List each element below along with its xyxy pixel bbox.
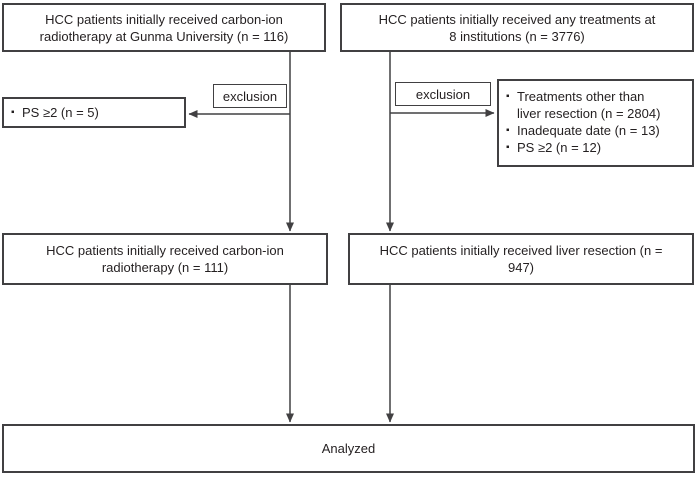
list-item: ▪ Treatments other than liver resection … [506, 88, 688, 122]
label-exclusion-right-text: exclusion [415, 86, 471, 102]
bullet-marker: ▪ [506, 125, 510, 136]
box-liver-resection-final-text: HCC patients initially received liver re… [379, 243, 663, 275]
box-cir-final: HCC patients initially received carbon-i… [2, 233, 328, 285]
box-liver-resection-final: HCC patients initially received liver re… [348, 233, 694, 285]
exclusion-right-item: Inadequate date (n = 13) [517, 123, 660, 138]
box-exclusion-right-items: ▪ Treatments other than liver resection … [497, 79, 694, 167]
bullet-marker: ▪ [506, 142, 510, 153]
exclusion-left-item: PS ≥2 (n = 5) [22, 105, 99, 120]
list-item: ▪ Inadequate date (n = 13) [506, 122, 688, 139]
box-exclusion-left-items: ▪ PS ≥2 (n = 5) [2, 97, 186, 128]
box-analyzed-text: Analyzed [321, 441, 376, 456]
box-cir-final-text: HCC patients initially received carbon-i… [46, 243, 284, 275]
label-exclusion-left-text: exclusion [222, 88, 278, 104]
box-analyzed: Analyzed [2, 424, 695, 473]
box-any-treatments-initial: HCC patients initially received any trea… [340, 3, 694, 52]
box-any-treatments-initial-text: HCC patients initially received any trea… [378, 11, 656, 44]
label-exclusion-right: exclusion [395, 82, 491, 106]
list-item: ▪ PS ≥2 (n = 12) [506, 139, 688, 156]
exclusion-right-item: Treatments other than liver resection (n… [517, 89, 661, 121]
box-cir-gunma-initial-text: HCC patients initially received carbon-i… [39, 11, 289, 44]
bullet-marker: ▪ [11, 107, 15, 118]
box-cir-gunma-initial: HCC patients initially received carbon-i… [2, 3, 326, 52]
exclusion-right-item: PS ≥2 (n = 12) [517, 140, 602, 155]
label-exclusion-left: exclusion [213, 84, 287, 108]
bullet-marker: ▪ [506, 91, 510, 102]
